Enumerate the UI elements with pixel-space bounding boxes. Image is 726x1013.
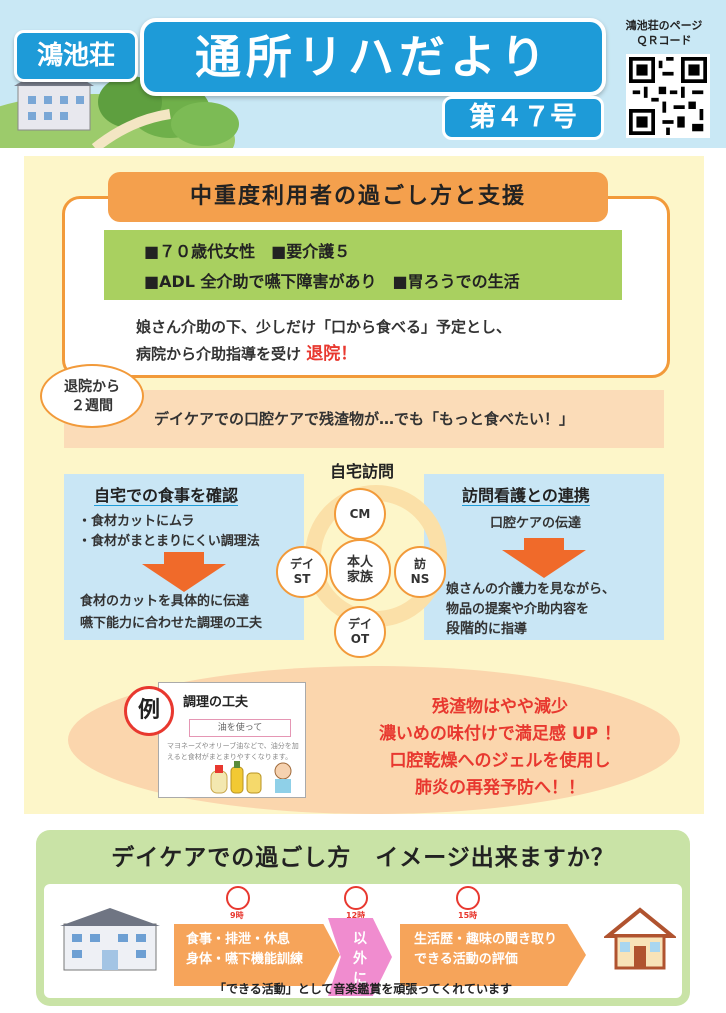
home-meal-result1: 食材のカットを具体的に伝達 bbox=[80, 594, 250, 609]
time-bubble: 退院から ２週間 bbox=[40, 364, 144, 428]
step2-line2: 外 bbox=[353, 951, 367, 967]
home-meal-result2: 嚥下能力に合わせた調理の工夫 bbox=[80, 616, 263, 631]
case-text-line2-main: 病院から介助指導を受け bbox=[136, 345, 302, 363]
profile-line-2: ■ADL 全介助で嚥下障害があり ■胃ろうでの生活 bbox=[144, 272, 520, 291]
step3-line2: できる活動の評価 bbox=[414, 952, 518, 967]
nursing-collab-panel: 訪問看護との連携 口腔ケアの伝達 娘さんの介護力を見ながら、 物品の提案や介助内… bbox=[424, 474, 664, 640]
issue-number: 第４７号 bbox=[442, 96, 604, 140]
down-arrow-icon bbox=[142, 564, 226, 592]
nursing-collab-result3: 段階的に指導 bbox=[446, 618, 527, 638]
result-line3: 口腔乾燥へのジェルを使用し bbox=[389, 751, 611, 771]
day-ot-circle: デイ OT bbox=[334, 606, 386, 658]
discharge-highlight: 退院！ bbox=[306, 344, 358, 364]
schedule-title: デイケアでの過ごし方 イメージ出来ますか？ bbox=[111, 845, 615, 871]
qr-code-icon[interactable] bbox=[626, 54, 710, 138]
visit-ns-line1: 訪 bbox=[413, 557, 426, 571]
day-ot-line2: OT bbox=[350, 632, 370, 646]
day-ot-line1: デイ bbox=[347, 617, 372, 631]
clock-icon bbox=[456, 886, 480, 910]
profile-line-1: ■７０歳代女性 ■要介護５ bbox=[144, 242, 351, 261]
down-arrow-icon-stem bbox=[524, 538, 564, 550]
day-care-band: デイケアでの口腔ケアで残渣物が…でも「もっと食べたい！」 bbox=[64, 390, 664, 448]
case-text-line2: 病院から介助指導を受け 退院！ bbox=[136, 341, 511, 368]
bubble-line2: ２週間 bbox=[71, 398, 113, 414]
afternoon-activities: 生活歴・趣味の聞き取り できる活動の評価 bbox=[400, 924, 586, 986]
section-title: 中重度利用者の過ごし方と支援 bbox=[108, 172, 608, 222]
time-12: 12時 bbox=[346, 911, 366, 920]
day-st-circle: デイ ST bbox=[276, 546, 328, 598]
qr-label-line2: ＱＲコード bbox=[636, 34, 692, 47]
center-line2: 家族 bbox=[346, 570, 373, 585]
qr-label: 鴻池荘のページ ＱＲコード bbox=[614, 18, 714, 48]
cooking-tip-card: 調理の工夫 油を使って マヨネーズやオリーブ油などで、油分を加えると食材がまとま… bbox=[158, 682, 306, 798]
result-line2: 濃いめの味付けで満足感 UP ！ bbox=[378, 724, 622, 744]
home-meal-title: 自宅での食事を確認 bbox=[94, 486, 239, 505]
card-title: 調理の工夫 bbox=[183, 695, 249, 710]
example-badge: 例 bbox=[124, 686, 174, 736]
down-arrow-icon-stem bbox=[164, 552, 204, 564]
patient-family-circle: 本人 家族 bbox=[329, 539, 391, 601]
step3-line1: 生活歴・趣味の聞き取り bbox=[414, 932, 558, 947]
daycare-schedule-section: デイケアでの過ごし方 イメージ出来ますか？ 9時 食事・排泄・休息 身体・嚥下機… bbox=[36, 830, 690, 1006]
step2-line1: 以 bbox=[353, 931, 367, 947]
example-results: 残渣物はやや減少 濃いめの味付けで満足感 UP ！ 口腔乾燥へのジェルを使用し … bbox=[340, 694, 660, 802]
visit-ns-line2: NS bbox=[410, 572, 430, 586]
nursing-collab-result2: 物品の提案や介助内容を bbox=[446, 602, 590, 617]
step2-line3: に bbox=[353, 971, 367, 987]
profile-box: ■７０歳代女性 ■要介護５ ■ADL 全介助で嚥下障害があり ■胃ろうでの生活 bbox=[104, 230, 622, 300]
card-text: マヨネーズやオリーブ油などで、油分を加えると食材がまとまりやすくなります。 bbox=[167, 742, 299, 761]
morning-activities: 食事・排泄・休息 身体・嚥下機能訓練 bbox=[174, 924, 340, 986]
case-text-line1: 娘さん介助の下、少しだけ「口から食べる」予定とし、 bbox=[136, 318, 512, 336]
clock-icon bbox=[344, 886, 368, 910]
nursing-collab-result1: 娘さんの介護力を見ながら、 bbox=[446, 582, 616, 597]
activity-note: 「できる活動」として音楽鑑賞を頑張ってくれています bbox=[213, 982, 513, 996]
case-description: 娘さん介助の下、少しだけ「口から食べる」予定とし、 病院から介助指導を受け 退院… bbox=[136, 314, 511, 368]
newsletter-title: 通所リハだより bbox=[194, 30, 552, 84]
schedule-inner: 9時 食事・排泄・休息 身体・嚥下機能訓練 12時 以 外 に 15時 生活歴・… bbox=[44, 884, 682, 998]
result-line1: 残渣物はやや減少 bbox=[432, 697, 568, 717]
band-text: デイケアでの口腔ケアで残渣物が…でも「もっと食べたい！」 bbox=[153, 410, 574, 428]
home-meal-panel: 自宅での食事を確認 ・食材カットにムラ ・食材がまとまりにくい調理法 食材のカッ… bbox=[64, 474, 304, 640]
clock-icon bbox=[226, 886, 250, 910]
bottles-illustration-icon bbox=[210, 761, 292, 794]
brand-badge: 鴻池荘 bbox=[14, 30, 138, 82]
bubble-line1: 退院から bbox=[64, 379, 120, 395]
home-meal-item2: ・食材がまとまりにくい調理法 bbox=[78, 534, 260, 549]
card-subtitle: 油を使って bbox=[189, 719, 291, 737]
time-9: 9時 bbox=[230, 911, 244, 920]
cm-label: CM bbox=[349, 506, 371, 521]
day-st-line2: ST bbox=[293, 572, 311, 586]
day-st-line1: デイ bbox=[289, 557, 314, 571]
visit-ns-circle: 訪 NS bbox=[394, 546, 446, 598]
time-15: 15時 bbox=[458, 911, 478, 920]
home-meal-item1: ・食材カットにムラ bbox=[78, 514, 195, 529]
home-house-icon bbox=[604, 907, 676, 970]
stepwise-emphasis: 段階的 bbox=[446, 621, 488, 637]
step1-line1: 食事・排泄・休息 bbox=[186, 932, 291, 947]
step1-line2: 身体・嚥下機能訓練 bbox=[186, 952, 304, 967]
qr-label-line1: 鴻池荘のページ bbox=[625, 19, 703, 32]
nursing-collab-item1: 口腔ケアの伝達 bbox=[490, 516, 582, 531]
home-visit-title: 自宅訪問 bbox=[330, 462, 395, 481]
result-line4: 肺炎の再発予防へ！！ bbox=[415, 778, 585, 798]
center-line1: 本人 bbox=[346, 555, 373, 570]
nursing-collab-result3-rest: に指導 bbox=[488, 622, 528, 637]
newsletter-title-box: 通所リハだより bbox=[140, 18, 606, 96]
nursing-collab-title: 訪問看護との連携 bbox=[462, 486, 590, 505]
landscape-illustration bbox=[0, 62, 239, 148]
facility-building-icon bbox=[60, 908, 160, 971]
down-arrow-icon bbox=[502, 550, 586, 578]
cm-circle: CM bbox=[334, 488, 386, 540]
